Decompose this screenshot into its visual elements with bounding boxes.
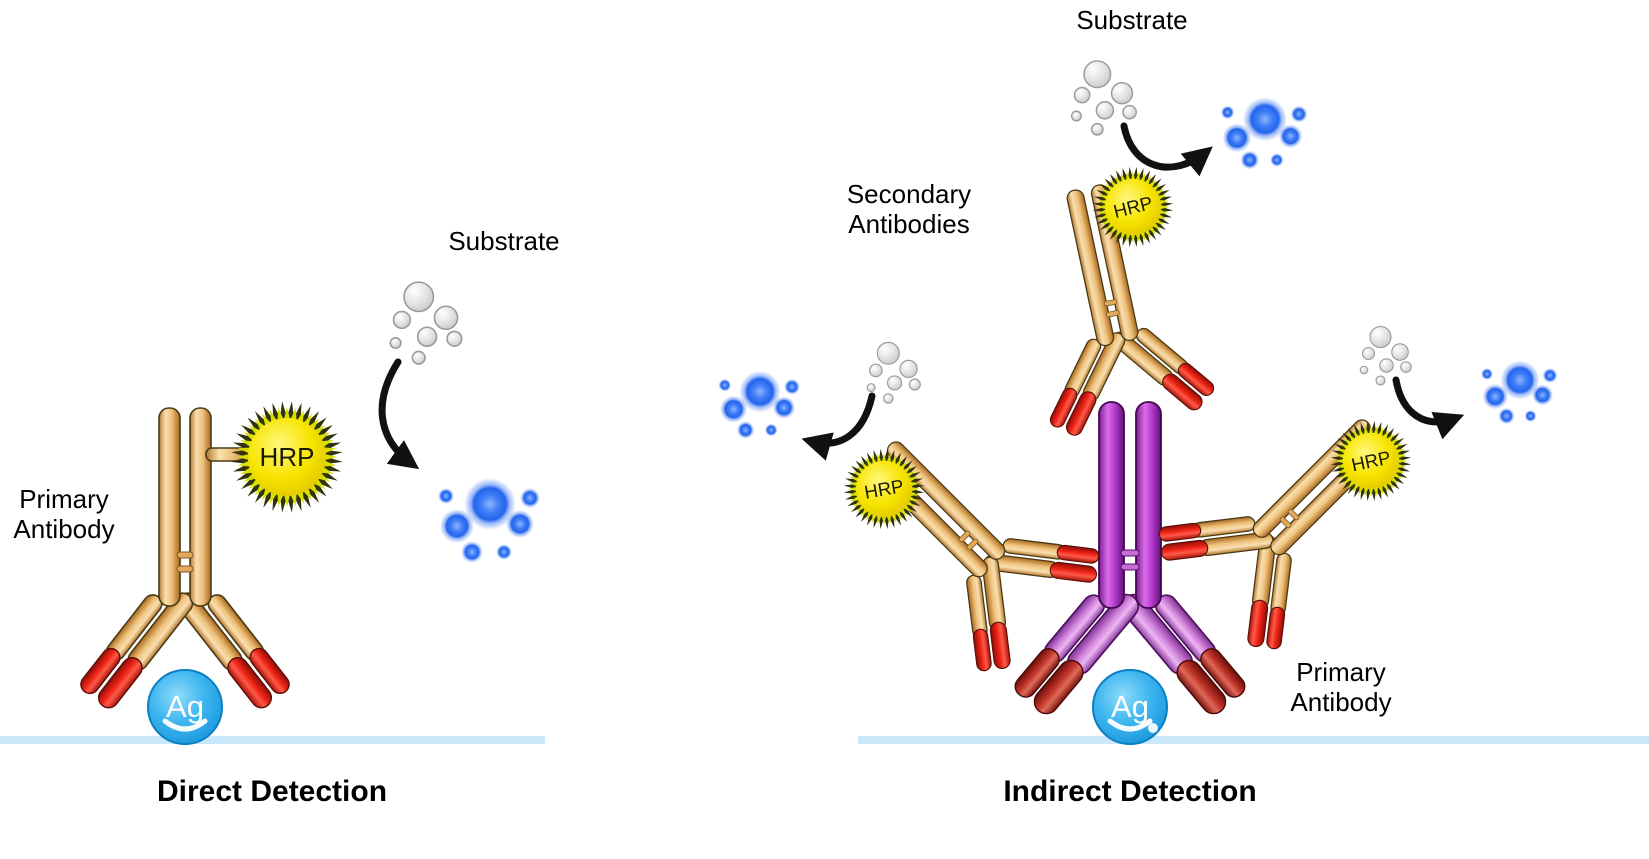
antigen-icon: Ag xyxy=(147,669,223,745)
secondary-antibodies-label-line1: Secondary xyxy=(847,179,971,209)
substrate-dots-icon xyxy=(389,281,463,365)
reaction-arrow-icon xyxy=(1120,122,1213,177)
hrp-enzyme-icon: HRP xyxy=(1330,420,1412,502)
panel-title-direct: Direct Detection xyxy=(157,775,387,808)
reaction-arrow-icon xyxy=(378,358,420,470)
secondary-antibodies-label-line2: Antibodies xyxy=(848,209,969,239)
hrp-enzyme-icon: HRP xyxy=(231,401,343,513)
antigen-sparkle xyxy=(1148,723,1158,733)
primary-antibody-label-line1: Primary xyxy=(19,484,109,514)
substrate-label: Substrate xyxy=(1076,5,1187,35)
panel-title-indirect: Indirect Detection xyxy=(1003,775,1256,808)
hrp-label: HRP xyxy=(260,442,315,472)
reaction-arrow-icon xyxy=(1392,376,1465,440)
direct-detection-panel: HRP Ag Substrate Primary Antibody Direct… xyxy=(0,226,560,808)
primary-antibody-label-line1: Primary xyxy=(1296,657,1386,687)
product-dots-icon xyxy=(1220,97,1308,170)
antigen-label: Ag xyxy=(166,689,204,724)
hrp-enzyme-icon: HRP xyxy=(1092,166,1174,248)
substrate-dots-icon xyxy=(1359,325,1412,386)
product-dots-icon xyxy=(438,478,540,563)
product-dots-icon xyxy=(718,370,800,439)
substrate-dots-icon xyxy=(866,341,921,404)
surface-line xyxy=(0,736,545,744)
antigen-highlight xyxy=(1107,718,1153,732)
reaction-arrow-icon xyxy=(801,392,876,461)
primary-antibody-label-line2: Antibody xyxy=(13,514,114,544)
hrp-enzyme-icon: HRP xyxy=(843,448,925,530)
antigen-highlight xyxy=(162,718,208,732)
surface-line xyxy=(858,736,1649,744)
product-dots-icon xyxy=(1481,360,1558,425)
substrate-label: Substrate xyxy=(448,226,559,256)
antigen-label: Ag xyxy=(1111,689,1149,724)
primary-antibody-label-line2: Antibody xyxy=(1290,687,1391,717)
indirect-detection-panel: HRP HRP HRP Ag Substrate Secondary Antib… xyxy=(718,5,1649,808)
antigen-icon: Ag xyxy=(1092,669,1168,745)
